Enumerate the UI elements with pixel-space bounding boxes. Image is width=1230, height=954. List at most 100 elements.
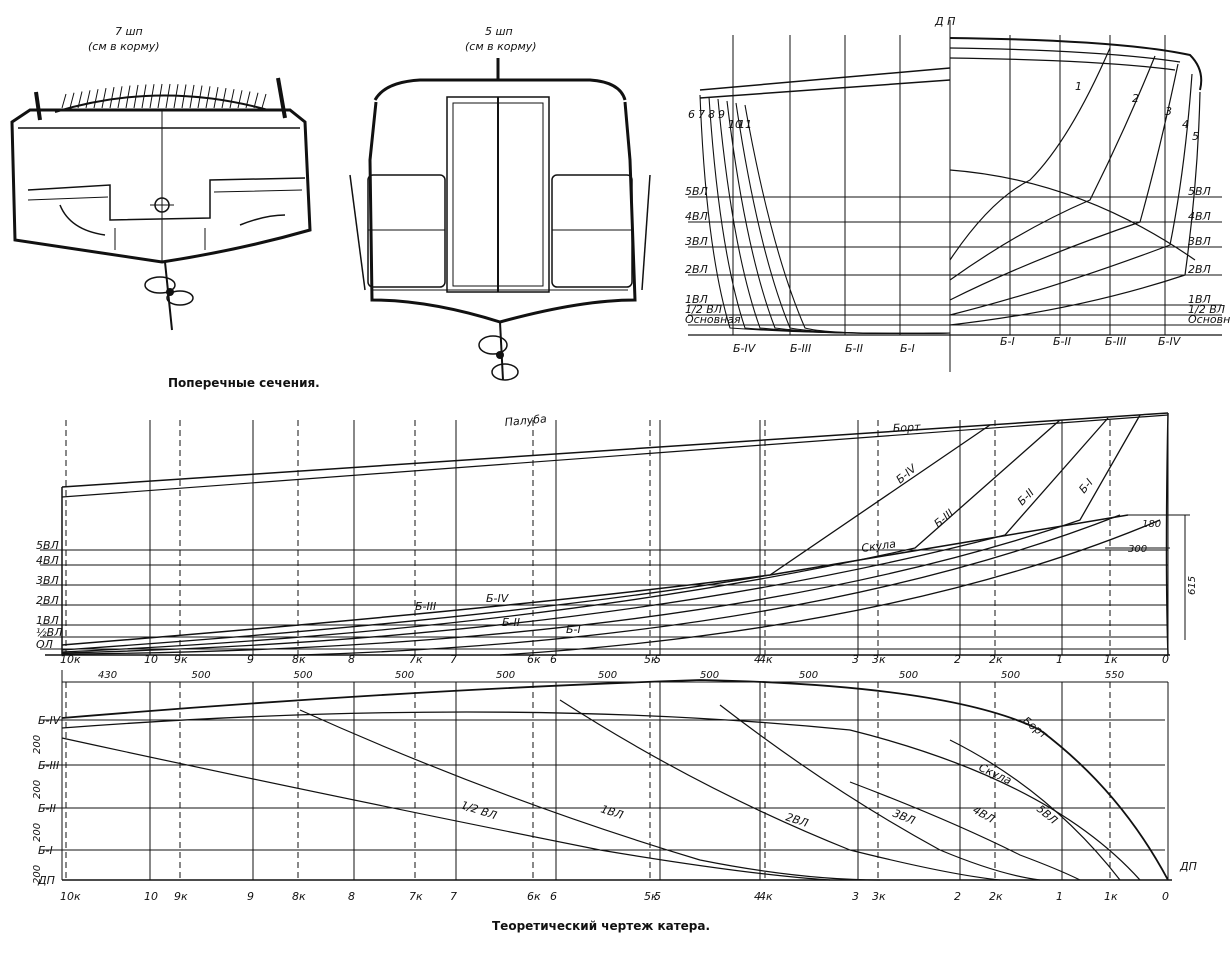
profile-frame-label: 7	[450, 653, 457, 666]
spacing-dim: 500	[700, 670, 719, 681]
body-plan-buttock-left-label: Б-I	[900, 342, 915, 355]
deck-label: Палуба	[504, 412, 547, 429]
hb-frame-label: 7к	[409, 890, 423, 903]
profile-waterline-label: 4ВЛ	[36, 554, 59, 567]
body-plan-wl-left: 2ВЛ	[685, 263, 708, 276]
profile-b1-label: Б-I	[1076, 476, 1095, 496]
body-plan-frame-aft	[735, 102, 951, 334]
body-plan-frame-fore-label: 4	[1182, 118, 1189, 131]
profile-frame-label: 3	[852, 653, 859, 666]
body-plan-frame-aft	[708, 96, 951, 334]
profile-b4-label: Б-IV	[894, 461, 921, 486]
body-plan-frame-aft-label: 6	[688, 108, 695, 121]
low-b2-label: Б-II	[502, 616, 520, 629]
hb-frame-label: 1к	[1104, 890, 1118, 903]
low-b1-label: Б-I	[566, 623, 581, 636]
sections-caption: Поперечные сечения.	[168, 376, 320, 390]
hb-frame-label: 9к	[174, 890, 188, 903]
profile-waterline-label: ОЛ	[36, 638, 53, 651]
body-plan-wl-left: 5ВЛ	[685, 185, 708, 198]
hb-frame-label: 6	[550, 890, 557, 903]
spacing-dim: 500	[192, 670, 211, 681]
body-plan-frame-aft-label: 10	[728, 118, 742, 131]
body-plan-frame-fore	[949, 47, 1111, 261]
profile-frame-label: 8	[348, 653, 355, 666]
hb-dp-right-label: ДП	[1179, 860, 1197, 873]
profile-b2-label: Б-II	[1015, 486, 1037, 508]
section-5-label: 5 шп	[485, 25, 513, 38]
profile-frame-label: 6	[550, 653, 557, 666]
body-plan-frame-fore	[949, 63, 1179, 301]
drawing-title: Теоретический чертеж катера.	[492, 919, 710, 933]
hb-2vl-label: 2ВЛ	[784, 810, 810, 829]
body-plan-frame-aft	[744, 104, 951, 334]
body-plan-wl-left: 3ВЛ	[685, 235, 708, 248]
profile-waterline-label: 5ВЛ	[36, 539, 59, 552]
hb-frame-label: 6к	[527, 890, 541, 903]
profile-frame-label: 1к	[1104, 653, 1118, 666]
hb-frame-label: 3	[852, 890, 859, 903]
body-plan-wl-right: 5ВЛ	[1188, 185, 1211, 198]
hb-vertical-dim: 200	[32, 865, 43, 884]
hb-vertical-dim: 200	[32, 780, 43, 799]
body-plan-buttock-left-label: Б-III	[790, 342, 811, 355]
body-plan-dp-label: Д П	[934, 15, 955, 28]
profile-frame-label: 5	[654, 653, 661, 666]
section-7-drawing: 7 шп (см в корму)	[10, 25, 312, 331]
dim-180: 180	[1142, 519, 1161, 530]
hb-frame-label: 3к	[872, 890, 886, 903]
body-plan-frame-fore	[949, 55, 1156, 281]
body-plan-wl-right: 1/2 ВЛ	[1188, 303, 1225, 316]
hb-frame-label: 7	[450, 890, 457, 903]
body-plan-wl-right: Основная	[1188, 313, 1230, 326]
body-plan-buttock-right-label: Б-II	[1053, 335, 1071, 348]
spacing-dim: 500	[294, 670, 313, 681]
body-plan-buttock-right-label: Б-IV	[1158, 335, 1182, 348]
spacing-dim: 500	[899, 670, 918, 681]
body-plan-frame-aft	[726, 100, 951, 334]
section-7-label: 7 шп	[115, 25, 143, 38]
hb-frame-label: 2к	[989, 890, 1003, 903]
profile-waterline-label: 3ВЛ	[36, 574, 59, 587]
hb-buttock-label: Б-IV	[38, 714, 62, 727]
hb-frame-label: 8к	[292, 890, 306, 903]
hb-frame-label: 2	[954, 890, 961, 903]
profile-frame-label: 0	[1162, 653, 1169, 666]
half-breadth-view: Борт Скула 5ВЛ 4ВЛ 3ВЛ 2ВЛ 1ВЛ 1/2 ВЛ ДП	[61, 670, 1197, 881]
body-plan-buttock-left-label: Б-IV	[733, 342, 757, 355]
profile-frame-label: 4к	[759, 653, 773, 666]
section-5-drawing: 5 шп (см в корму)	[349, 25, 651, 381]
spacing-dim: 500	[395, 670, 414, 681]
section-5-sublabel: (см в корму)	[465, 40, 537, 53]
profile-frame-label: 2к	[989, 653, 1003, 666]
generated-lines: 10к10к10109к9к998к8к887к7к776к6к665к5к55…	[32, 420, 1169, 903]
hb-frame-label: 9	[247, 890, 254, 903]
body-plan-wl-left: Основная	[685, 313, 741, 326]
hb-frame-label: 5	[654, 890, 661, 903]
profile-frame-label: 4	[754, 653, 761, 666]
low-b4-label: Б-IV	[486, 592, 510, 605]
profile-frame-label: 8к	[292, 653, 306, 666]
hb-frame-label: 10	[144, 890, 158, 903]
hb-frame-label: 5к	[644, 890, 658, 903]
body-plan-frame-fore	[949, 91, 1201, 326]
profile-frame-label: 10к	[60, 653, 81, 666]
hb-vertical-dim: 200	[32, 823, 43, 842]
body-plan-frame-fore	[949, 73, 1193, 316]
profile-frame-label: 1	[1056, 653, 1063, 666]
profile-view: 180 300 615 Палуба Борт Скула Б-IV Б-III…	[45, 412, 1198, 656]
body-plan-frame-aft-label: 11	[738, 118, 752, 131]
profile-b3-label: Б-III	[932, 507, 957, 531]
body-plan-buttock-left-label: Б-II	[845, 342, 863, 355]
profile-waterline-label: 2ВЛ	[36, 594, 59, 607]
profile-frame-label: 3к	[872, 653, 886, 666]
body-plan-wl-left: 1ВЛ	[685, 293, 708, 306]
board-label: Борт	[892, 421, 921, 435]
profile-frame-label: 5к	[644, 653, 658, 666]
spacing-dim: 550	[1105, 670, 1124, 681]
dim-300: 300	[1128, 544, 1147, 555]
body-plan-frame-fore-label: 3	[1165, 105, 1172, 118]
body-plan-frame-fore-label: 2	[1132, 92, 1139, 105]
